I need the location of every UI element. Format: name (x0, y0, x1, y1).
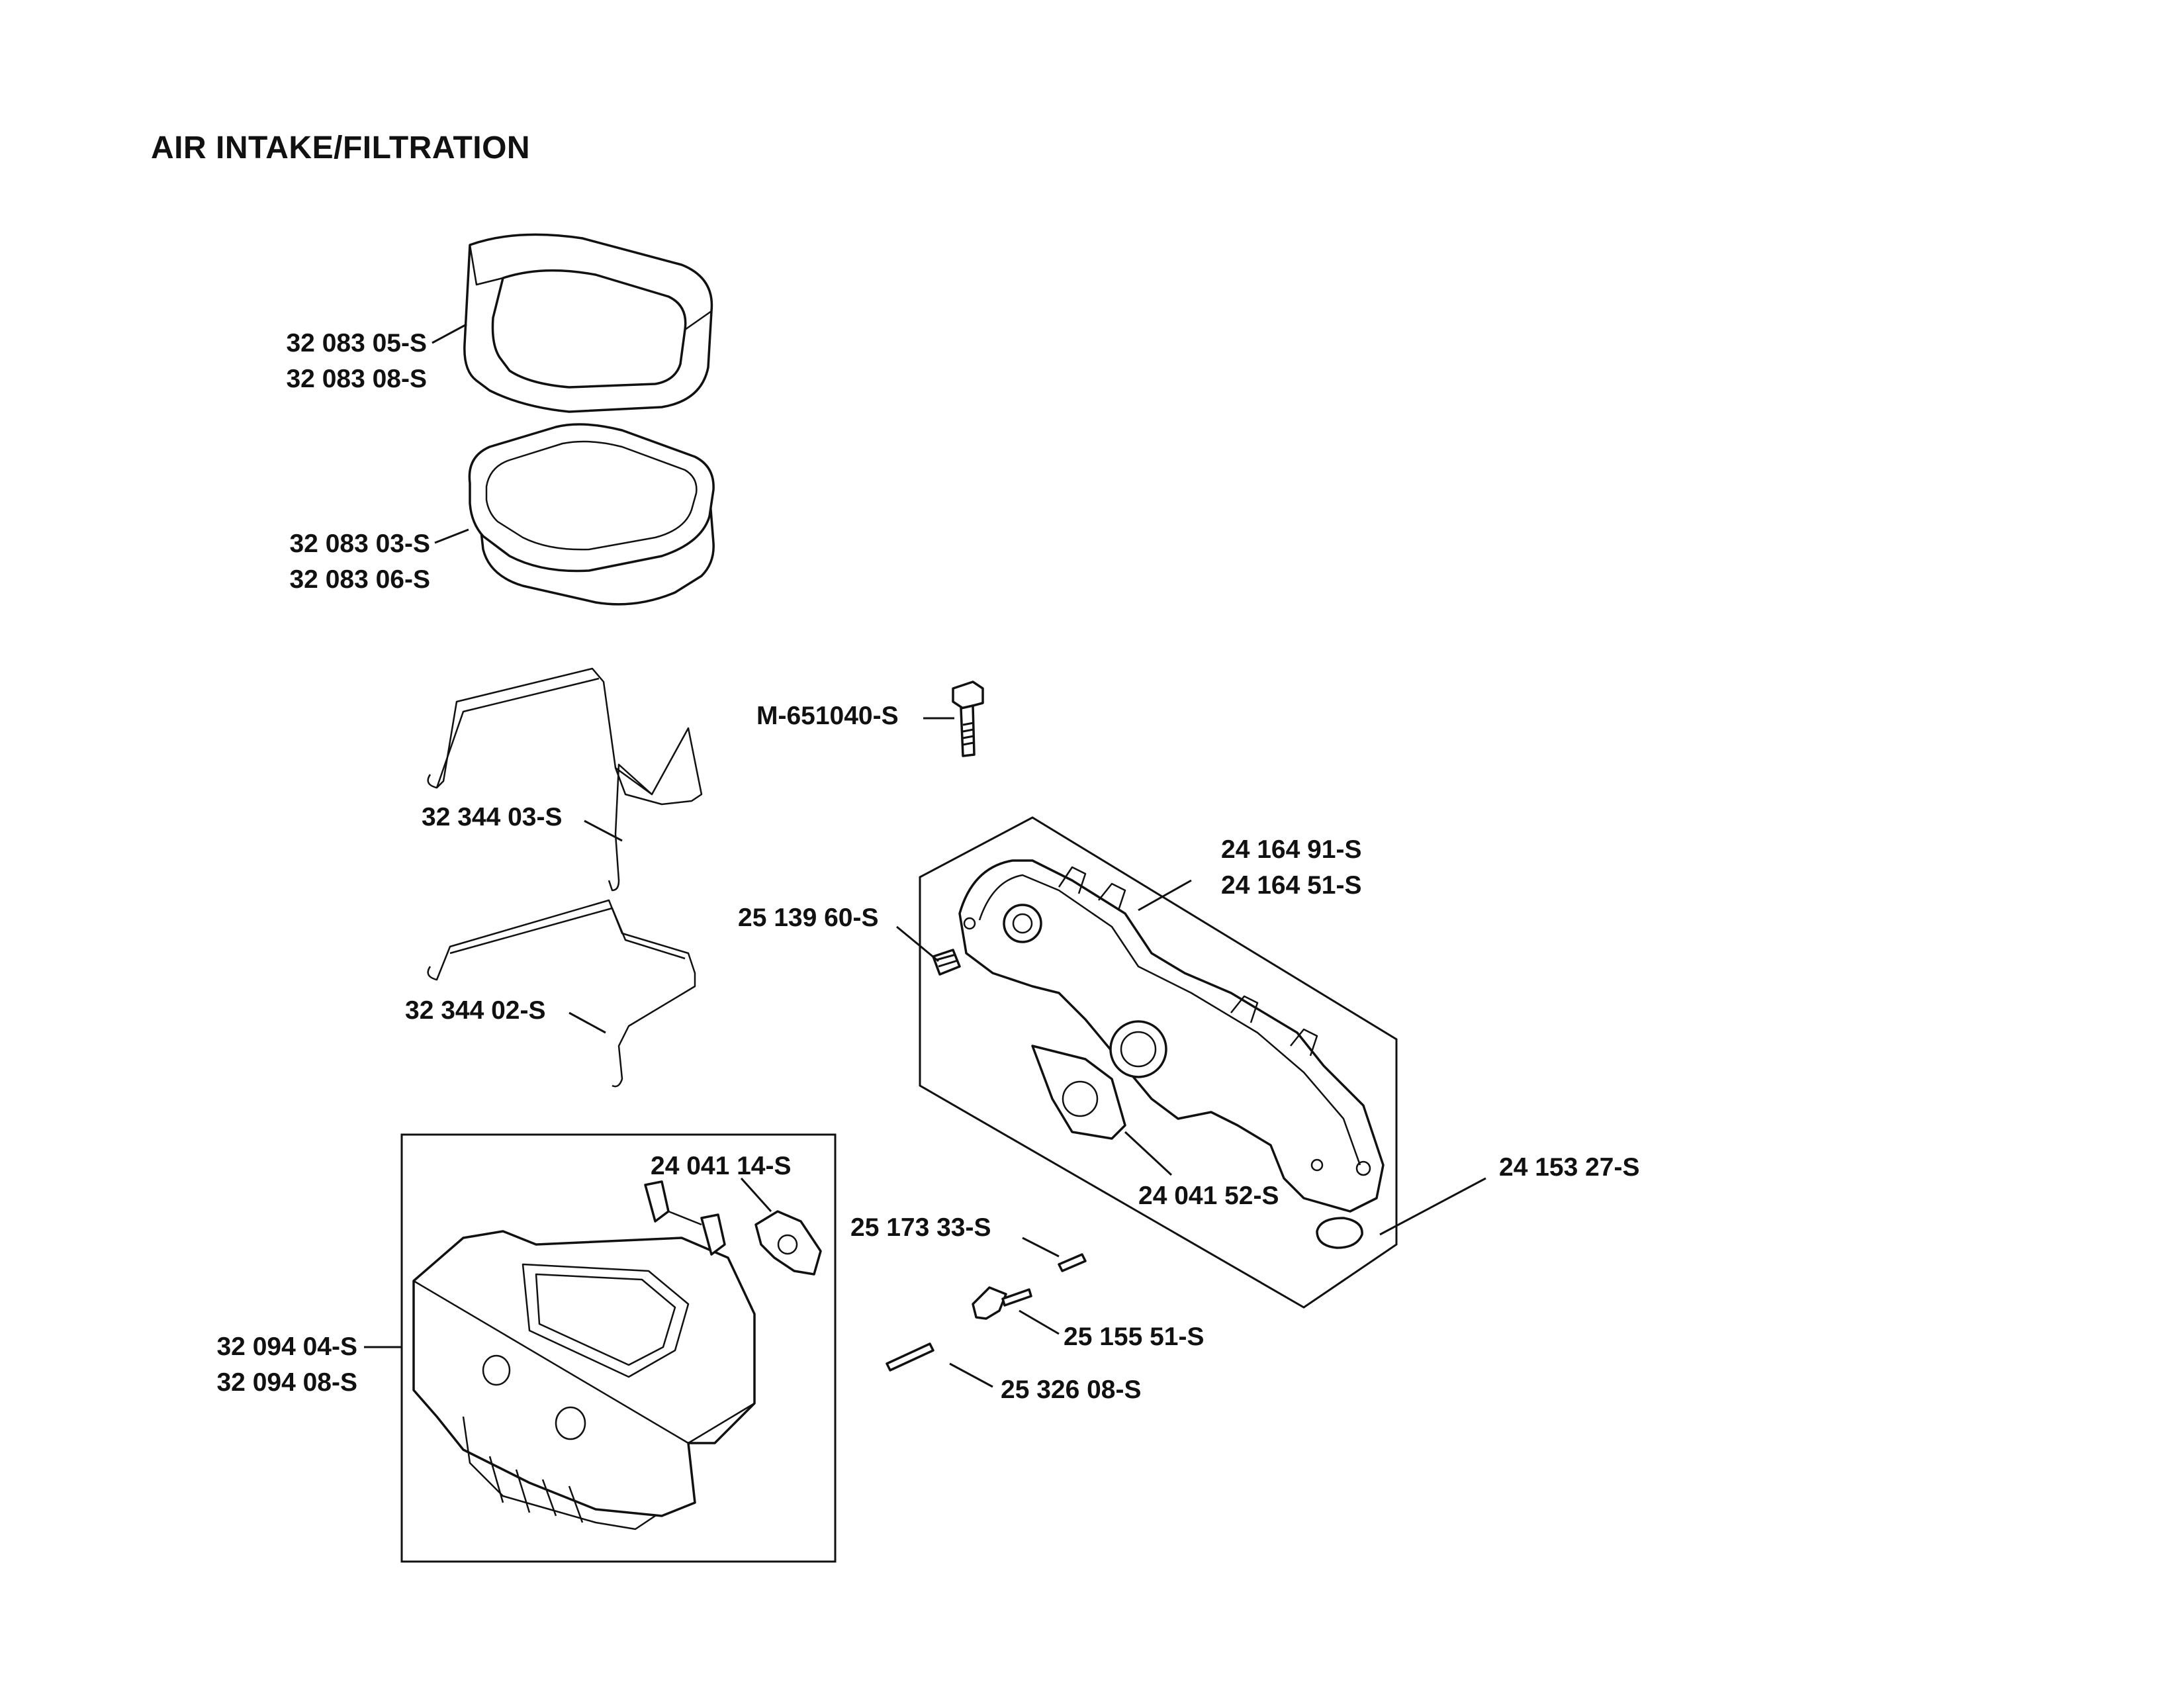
upper-retainer-clip-part (427, 667, 703, 892)
label-precleaner: 32 083 05-S 32 083 08-S (238, 326, 427, 397)
base-gasket-part (754, 1210, 822, 1276)
label-lower-retainer-clip: 32 344 02-S (405, 996, 546, 1025)
precleaner-part (463, 233, 713, 413)
label-pin-long: 25 326 08-S (1001, 1376, 1142, 1404)
label-o-ring: 24 153 27-S (1499, 1153, 1640, 1182)
pin-long-part (886, 1342, 934, 1372)
lever-part (972, 1286, 1032, 1320)
label-plug: 25 139 60-S (738, 904, 879, 932)
part-number: 32 094 04-S (216, 1333, 357, 1361)
label-pin-short: 25 173 33-S (850, 1213, 991, 1242)
o-ring-part (1316, 1217, 1363, 1249)
label-intake-manifold: 24 164 91-S 24 164 51-S (1221, 832, 1362, 904)
lower-retainer-clip-part (427, 899, 696, 1088)
intake-manifold-part (958, 859, 1385, 1213)
plug-part (932, 949, 961, 976)
label-filter-element: 32 083 03-S 32 083 06-S (242, 526, 430, 598)
part-number: 32 094 08-S (216, 1368, 357, 1397)
page-title: AIR INTAKE/FILTRATION (151, 130, 531, 165)
part-number: 32 083 06-S (289, 565, 430, 594)
manifold-gasket-part (1031, 1045, 1126, 1140)
label-manifold-gasket: 24 041 52-S (1138, 1182, 1279, 1210)
manifold-kit-outline (919, 816, 1398, 1309)
air-cleaner-base-part (412, 1180, 756, 1530)
part-number: 32 083 03-S (289, 530, 430, 558)
label-lever: 25 155 51-S (1064, 1323, 1205, 1351)
label-air-cleaner-base: 32 094 04-S 32 094 08-S (165, 1329, 357, 1401)
part-number: 24 164 91-S (1221, 835, 1362, 864)
filter-element-part (468, 423, 715, 606)
label-base-gasket: 24 041 14-S (651, 1152, 792, 1180)
part-number: 32 083 08-S (286, 365, 427, 393)
label-upper-retainer-clip: 32 344 03-S (422, 803, 563, 831)
screw-part (952, 680, 984, 757)
leader-lines (364, 323, 1486, 1388)
pin-short-part (1058, 1253, 1087, 1272)
label-screw: M-651040-S (756, 702, 899, 730)
part-number: 24 164 51-S (1221, 871, 1362, 900)
part-number: 32 083 05-S (286, 329, 427, 357)
